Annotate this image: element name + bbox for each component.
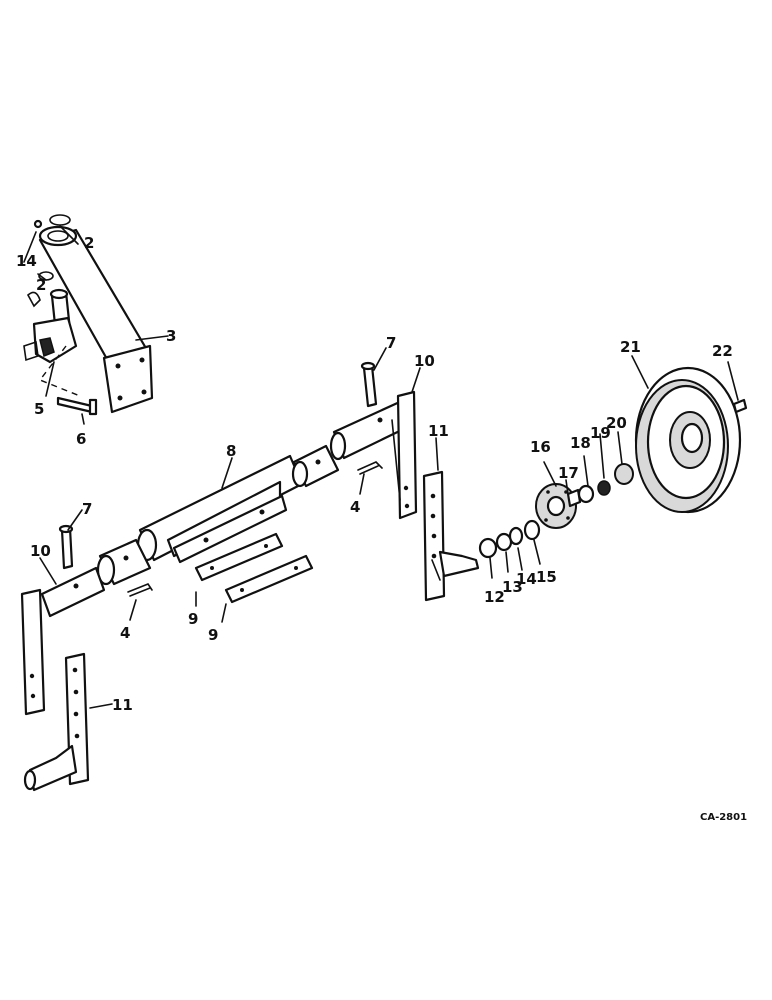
callout-20: 20 xyxy=(606,414,627,432)
callout-10-left: 10 xyxy=(30,542,51,560)
callout-4-left: 4 xyxy=(120,624,130,642)
snap-ring-part-2-upper xyxy=(49,214,71,226)
callout-14-upper-left: 14 xyxy=(16,252,37,270)
callout-18: 18 xyxy=(570,434,591,452)
arm-part-10-left xyxy=(20,566,106,716)
cup-part-14 xyxy=(508,526,524,546)
callout-21: 21 xyxy=(620,338,641,356)
callout-13: 13 xyxy=(502,578,523,596)
hub-stud-part-17 xyxy=(566,488,582,508)
callout-8: 8 xyxy=(226,442,236,460)
callout-7-right: 7 xyxy=(386,334,396,352)
cotter-pin-part-4-left xyxy=(127,583,153,597)
axle-tube-part-8 xyxy=(136,454,304,564)
callout-7-left: 7 xyxy=(82,500,92,518)
bolt-part-6 xyxy=(56,396,98,416)
callout-9-upper: 9 xyxy=(188,610,198,628)
spindle-yoke-part-5 xyxy=(23,288,78,364)
callout-17: 17 xyxy=(558,464,579,482)
fitting-part-14-upper xyxy=(33,219,43,229)
callout-11-right: 11 xyxy=(428,422,449,440)
callout-14-lower: 14 xyxy=(516,570,537,588)
swivel-tube-part-3 xyxy=(38,225,154,414)
wheel-rim-part-21 xyxy=(634,366,742,514)
washer-part-15 xyxy=(523,519,541,541)
callout-16: 16 xyxy=(530,438,551,456)
spindle-bar-part-11-right xyxy=(422,470,480,602)
shim-plate-part-9-lower xyxy=(224,554,314,604)
seal-part-12 xyxy=(478,537,498,559)
leader-lines xyxy=(23,225,739,709)
cap-part-20 xyxy=(614,463,634,485)
callout-4-right: 4 xyxy=(350,498,360,516)
callout-19: 19 xyxy=(590,424,611,442)
callout-10-right: 10 xyxy=(414,352,435,370)
callout-12: 12 xyxy=(484,588,505,606)
spindle-bar-part-11-left xyxy=(23,652,90,792)
callout-6: 6 xyxy=(76,430,86,448)
dashed-leader-part-6 xyxy=(38,345,81,397)
callout-15: 15 xyxy=(536,568,557,586)
callout-9-lower: 9 xyxy=(208,626,218,644)
callout-5: 5 xyxy=(34,400,44,418)
bearing-part-18 xyxy=(577,484,595,504)
drawing-code: CA-2801 xyxy=(700,812,747,823)
pin-part-7-right xyxy=(360,361,378,408)
arm-part-10-right xyxy=(329,390,418,520)
callout-3: 3 xyxy=(166,327,176,345)
callout-2-upper: 2 xyxy=(84,234,94,252)
bolt-part-22 xyxy=(732,398,748,414)
cotter-pin-upper-left xyxy=(26,291,41,308)
callout-22: 22 xyxy=(712,342,733,360)
hub-part-16 xyxy=(535,483,577,529)
shim-plate-part-9-upper xyxy=(194,532,284,582)
pin-part-7-left xyxy=(58,524,74,570)
bearing-cone-part-19 xyxy=(597,480,611,496)
coupling-sleeve-center xyxy=(291,444,340,488)
cone-part-13 xyxy=(495,532,513,552)
callout-2-lower: 2 xyxy=(36,276,46,294)
callout-11-left: 11 xyxy=(112,696,133,714)
cotter-pin-part-4-right xyxy=(357,461,383,475)
coupling-sleeve-left xyxy=(96,538,152,586)
